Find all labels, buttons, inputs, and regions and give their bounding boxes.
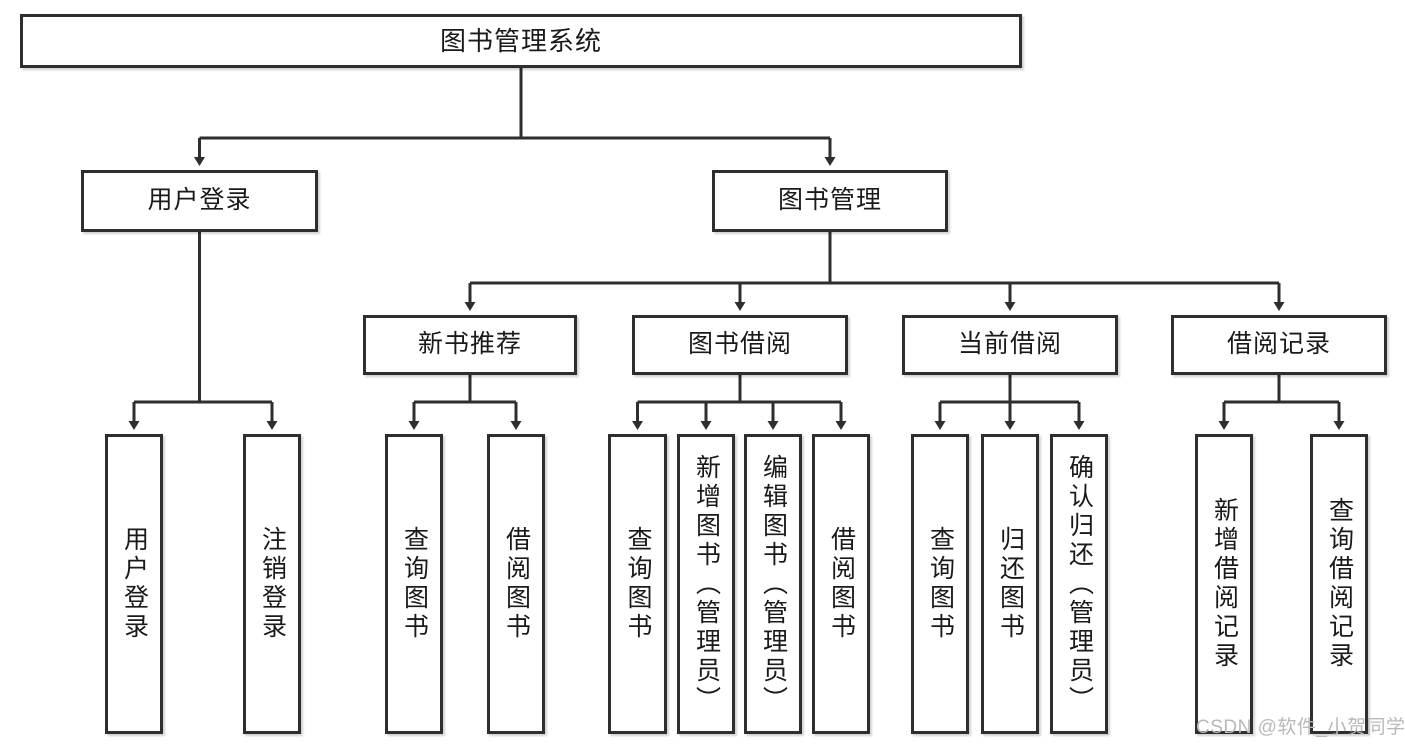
leaf-query-book-current[interactable]: 查询图书: [911, 434, 969, 734]
node-borrow-record[interactable]: 借阅记录: [1171, 315, 1387, 375]
node-book-borrow[interactable]: 图书借阅: [632, 315, 848, 375]
node-label: 新增图书（管理员）: [692, 453, 721, 715]
node-label: 借阅图书: [827, 526, 856, 642]
node-label: 编辑图书（管理员）: [759, 453, 788, 715]
node-label: 查询图书: [624, 526, 652, 642]
node-label: 借阅记录: [1226, 330, 1331, 359]
node-label: 新增借阅记录: [1210, 497, 1239, 671]
node-label: 查询图书: [926, 526, 955, 642]
leaf-query-book-recommend[interactable]: 查询图书: [385, 434, 443, 734]
leaf-user-login[interactable]: 用户登录: [105, 434, 163, 734]
node-label: 图书借阅: [687, 330, 792, 359]
node-label: 确认归还（管理员）: [1065, 453, 1094, 715]
node-label: 用户登录: [147, 186, 252, 215]
leaf-edit-book[interactable]: 编辑图书（管理员）: [744, 434, 802, 734]
node-new-book-recommend[interactable]: 新书推荐: [363, 315, 577, 375]
leaf-add-borrow-record[interactable]: 新增借阅记录: [1195, 434, 1253, 734]
node-label: 图书管理系统: [439, 25, 602, 56]
leaf-query-borrow-record[interactable]: 查询借阅记录: [1310, 434, 1368, 734]
node-root[interactable]: 图书管理系统: [20, 14, 1022, 68]
node-label: 用户登录: [120, 526, 149, 642]
node-label: 注销登录: [258, 526, 287, 642]
leaf-logout[interactable]: 注销登录: [243, 434, 301, 734]
node-label: 借阅图书: [502, 526, 531, 642]
leaf-return-book[interactable]: 归还图书: [981, 434, 1039, 734]
node-label: 查询图书: [400, 526, 429, 642]
leaf-confirm-return[interactable]: 确认归还（管理员）: [1050, 434, 1108, 734]
node-current-borrow[interactable]: 当前借阅: [902, 315, 1118, 375]
node-label: 归还图书: [996, 526, 1025, 642]
leaf-borrow-book[interactable]: 借阅图书: [812, 434, 870, 734]
node-book-management[interactable]: 图书管理: [712, 170, 948, 232]
leaf-add-book[interactable]: 新增图书（管理员）: [677, 434, 735, 734]
watermark: CSDN @软件_小贺同学: [1196, 717, 1405, 738]
node-label: 新书推荐: [417, 330, 522, 359]
node-user-login[interactable]: 用户登录: [81, 170, 318, 232]
leaf-query-book-borrow[interactable]: 查询图书: [608, 434, 667, 734]
node-label: 图书管理: [777, 186, 882, 215]
leaf-borrow-book-recommend[interactable]: 借阅图书: [487, 434, 545, 734]
node-label: 查询借阅记录: [1325, 497, 1354, 671]
node-label: 当前借阅: [957, 330, 1062, 359]
